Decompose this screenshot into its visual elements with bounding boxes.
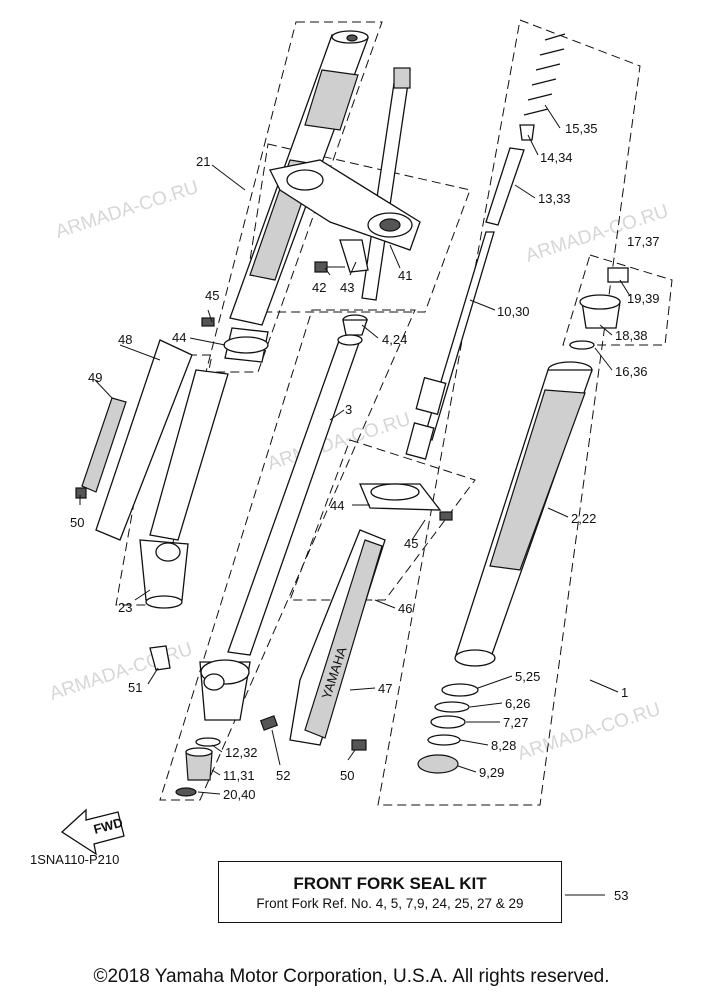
callout-23: 23	[118, 600, 132, 615]
callout-21: 21	[196, 154, 210, 169]
cover-48	[95, 339, 193, 541]
callout-14-34: 14,34	[540, 150, 573, 165]
inner-tube-group-outline	[159, 309, 416, 801]
axle-holder	[199, 659, 279, 731]
callout-11-31: 11,31	[223, 768, 255, 783]
callout-46: 46	[398, 601, 412, 616]
guard-group-outline	[289, 439, 476, 601]
callout-44: 44	[172, 330, 186, 345]
callout-3: 3	[345, 402, 352, 417]
callout-45-b: 45	[404, 536, 418, 551]
callout-17-37: 17,37	[627, 234, 660, 249]
bolt-51	[149, 645, 171, 671]
seal-stack	[417, 683, 479, 774]
callout-7-27: 7,27	[503, 715, 528, 730]
callout-5-25: 5,25	[515, 669, 540, 684]
clamp-44-left	[201, 317, 269, 363]
callout-48: 48	[118, 332, 132, 347]
callouts: 21 45 44 48 49 50 23 51 42 43 41 4,24 3 …	[30, 121, 660, 903]
outer-tube-group-outline	[205, 21, 383, 373]
cap-group-outline	[562, 254, 673, 346]
damper-rod	[405, 231, 495, 460]
callout-50-b: 50	[340, 768, 354, 783]
callout-43: 43	[340, 280, 354, 295]
group-outlines	[115, 19, 673, 806]
watermark: ARMADA-CO.RU	[265, 409, 413, 475]
callout-10-30: 10,30	[497, 304, 530, 319]
fork-spring	[519, 33, 566, 141]
callout-45: 45	[205, 288, 219, 303]
inner-tube	[227, 314, 368, 656]
callout-42: 42	[312, 280, 326, 295]
callout-15-35: 15,35	[565, 121, 598, 136]
clamp-44-right	[359, 483, 453, 521]
lower-leg-left	[139, 369, 229, 609]
callout-8-28: 8,28	[491, 738, 516, 753]
damper-group-outline	[377, 19, 641, 806]
cap-bolt	[569, 267, 629, 350]
watermark: ARMADA-CO.RU	[47, 639, 195, 705]
diagram-code: 1SNA110-P210	[30, 852, 119, 867]
under-bracket	[269, 159, 421, 273]
fwd-label: FWD	[92, 815, 124, 837]
callout-13-33: 13,33	[538, 191, 571, 206]
leader-lines	[79, 104, 631, 896]
bolt-42	[314, 261, 345, 273]
callout-41: 41	[398, 268, 412, 283]
callout-2-22: 2,22	[571, 511, 596, 526]
base-valve	[175, 737, 221, 797]
seal-kit-box: FRONT FORK SEAL KIT Front Fork Ref. No. …	[218, 861, 562, 923]
callout-6-26: 6,26	[505, 696, 530, 711]
callout-4-24: 4,24	[382, 332, 407, 347]
fwd-arrow: FWD	[60, 808, 125, 856]
bracket-group-outline	[241, 143, 471, 313]
fork-guard: YAMAHA	[289, 529, 386, 751]
callout-50: 50	[70, 515, 84, 530]
seal-kit-subtitle: Front Fork Ref. No. 4, 5, 7,9, 24, 25, 2…	[256, 896, 524, 911]
callout-51: 51	[128, 680, 142, 695]
steering-stem	[361, 67, 411, 301]
callout-44-b: 44	[330, 498, 344, 513]
watermark: ARMADA-CO.RU	[53, 177, 201, 243]
cover-group-outline	[115, 354, 213, 606]
callout-47: 47	[378, 681, 392, 696]
outer-tube-right	[454, 361, 593, 667]
callout-16-36: 16,36	[615, 364, 648, 379]
spring-collar	[485, 147, 525, 226]
callout-52: 52	[276, 768, 290, 783]
callout-49: 49	[88, 370, 102, 385]
callout-19-39: 19,39	[627, 291, 660, 306]
bolt-50-left	[75, 487, 87, 499]
callout-1: 1	[621, 685, 628, 700]
callout-9-29: 9,29	[479, 765, 504, 780]
callout-12-32: 12,32	[225, 745, 258, 760]
copyright-notice: ©2018 Yamaha Motor Corporation, U.S.A. A…	[93, 966, 610, 987]
callout-20-40: 20,40	[223, 787, 256, 802]
callout-53: 53	[614, 888, 628, 903]
cover-49	[81, 397, 127, 493]
callout-18-38: 18,38	[615, 328, 648, 343]
seal-kit-title: FRONT FORK SEAL KIT	[293, 874, 487, 893]
watermark: ARMADA-CO.RU	[515, 699, 663, 765]
